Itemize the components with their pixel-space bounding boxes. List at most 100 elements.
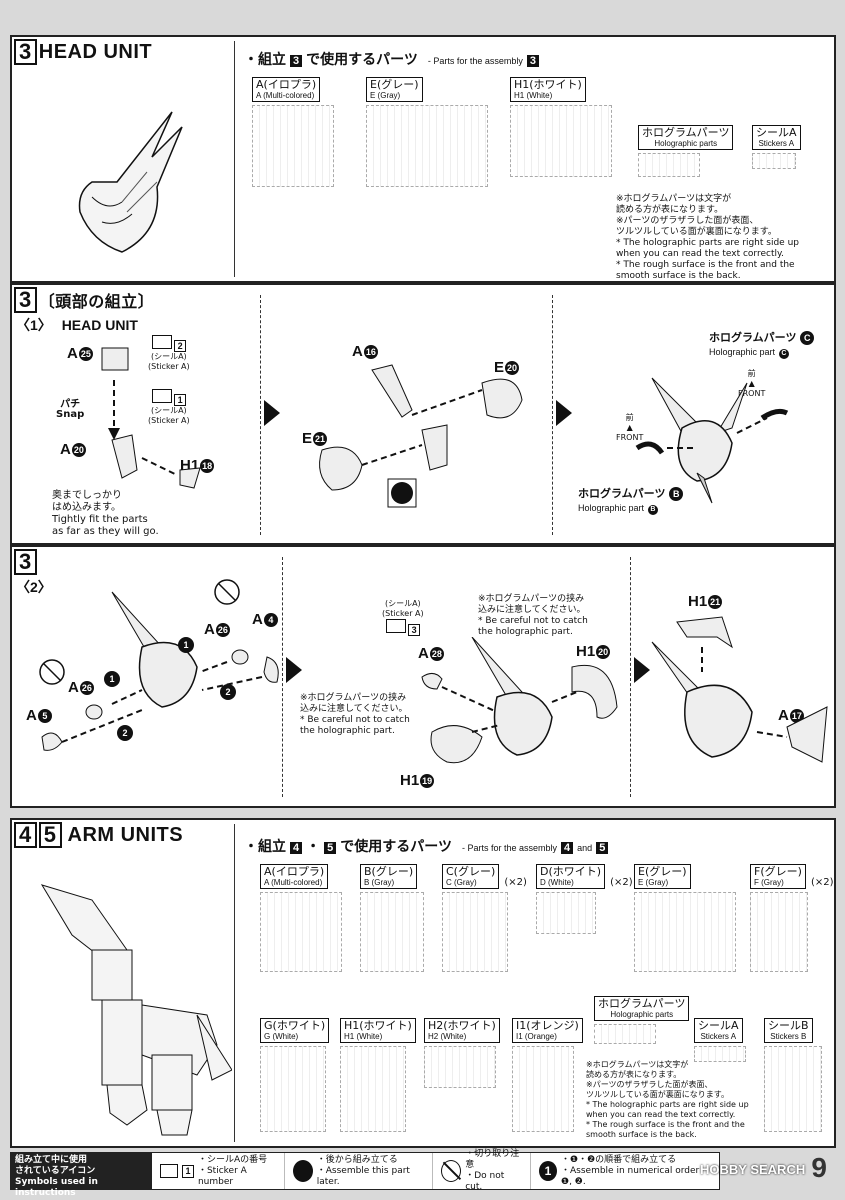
section-title: 4 5 ARM UNITS [14, 822, 183, 848]
runner-label: H1(ホワイト)H1 (White) [510, 77, 586, 102]
runner-label: B(グレー)B (Gray) [360, 864, 418, 889]
vertical-divider [234, 41, 235, 277]
head-illustration [78, 111, 183, 253]
holo-sheet-image [638, 153, 700, 177]
runner-h1: H1(ホワイト)H1 (White) [340, 1018, 416, 1132]
step-number: 3 [14, 39, 37, 65]
runner-e: E(グレー)E (Gray) [366, 77, 488, 187]
runner-sprue-image [536, 892, 596, 934]
sub-step-number: 〈1〉 [16, 317, 52, 333]
runner-sprue-image [442, 892, 508, 972]
runner-h1: H1(ホワイト)H1 (White) [510, 77, 612, 177]
runner-label: F(グレー)F (Gray) [750, 864, 806, 889]
symbols-legend: 組み立て中に使用 されているアイコン Symbols used in instr… [10, 1149, 720, 1198]
runner-label: H1(ホワイト)H1 (White) [340, 1018, 416, 1043]
legend-heading: 組み立て中に使用 されているアイコン Symbols used in instr… [11, 1153, 152, 1198]
page-number: 9 [811, 1152, 827, 1183]
front-label-c: 前▲FRONT [738, 369, 766, 398]
runner-quantity: (×2) [504, 877, 527, 888]
section-title-jp: 〔頭部の組立〕 [38, 292, 155, 311]
runner-h2: H2(ホワイト)H2 (White) [424, 1018, 500, 1088]
order-1-marker: 1 [178, 637, 194, 653]
runner-label: E(グレー)E (Gray) [366, 77, 423, 102]
runner-sprue-image [424, 1046, 496, 1088]
sticker-3-label: (シールA)(Sticker A) 3 [382, 599, 424, 636]
holo-sheet-image [594, 1024, 656, 1044]
fit-note: 奥までしっかり はめ込みます。 Tightly fit the parts as… [52, 490, 159, 537]
next-arrow [556, 400, 572, 426]
parts-heading-en: - Parts for the assembly [427, 56, 523, 66]
runner-label: D(ホワイト)D (White) [536, 864, 606, 889]
section-title: 3 [14, 549, 39, 575]
sub-step-number: 〈2〉 [16, 579, 52, 595]
legend-sticker-number: 1 ・シールAの番号 ・Sticker A number [152, 1153, 285, 1189]
legend-numerical-order: 1 ・❶・❷の順番で組み立てる ・Assemble in numerical o… [531, 1153, 719, 1189]
step-number: 3 [14, 287, 37, 313]
runner-sprue-image [510, 105, 612, 177]
next-arrow [264, 400, 280, 426]
runner-sprue-image [252, 105, 334, 187]
runner-label: A(イロプラ)A (Multi-colored) [252, 77, 321, 102]
section-title-text: ARM UNITS [67, 823, 184, 846]
sticker-icon [385, 619, 406, 633]
section-title-text: HEAD UNIT [38, 40, 153, 63]
section-title: 3 〔頭部の組立〕 [14, 287, 154, 313]
runner-sprue-image [366, 105, 488, 187]
runner-label: E(グレー)E (Gray) [634, 864, 691, 889]
vertical-divider [234, 824, 235, 1142]
sticker-sheet-image [764, 1046, 822, 1132]
runner-a: A(イロプラ)A (Multi-colored) [252, 77, 334, 187]
parts-heading: ・組立 3 で使用するパーツ - Parts for the assembly … [244, 49, 540, 69]
runner-c: C(グレー)C (Gray) (×2) [442, 864, 527, 972]
sub-step: 〈1〉 HEAD UNIT [16, 315, 138, 335]
arm-units-illustration [40, 884, 232, 1136]
runner-label: G(ホワイト)G (White) [260, 1018, 330, 1043]
head-assembly-right [635, 377, 789, 504]
runner-d: D(ホワイト)D (White) (×2) [536, 864, 633, 934]
runner-b: B(グレー)B (Gray) [360, 864, 424, 972]
sticker-sheet-image [694, 1046, 746, 1062]
sticker-icon [151, 335, 172, 349]
order-2-marker: 2 [117, 725, 133, 741]
sticker-sheet-image [752, 153, 796, 169]
runner-a: A(イロプラ)A (Multi-colored) [260, 864, 342, 972]
step-divider [282, 557, 283, 797]
parts-heading-jp-post: で使用するパーツ [306, 52, 418, 68]
watermark-logo: HOBBY SEARCH [700, 1162, 806, 1177]
runner-f: F(グレー)F (Gray) (×2) [750, 864, 834, 972]
do-not-cut-icon [441, 1160, 462, 1182]
runner-sprue-image [260, 1046, 326, 1132]
runner-label: H2(ホワイト)H2 (White) [424, 1018, 500, 1043]
runner-sprue-image [634, 892, 736, 972]
runner-quantity: (×2) [811, 877, 834, 888]
head-unit-parts-panel: 3 HEAD UNIT ・組立 3 で使用するパーツ - Parts for t… [10, 35, 836, 283]
order-icon: 1 [538, 1161, 557, 1181]
holo-note: ※ホログラムパーツは文字が 読める方が表になります。 ※パーツのザラザラした面が… [586, 1060, 749, 1139]
head-assembly-step2-middle [421, 637, 618, 764]
assemble-later-icon [292, 1160, 313, 1182]
head-assembly-step2-right [651, 616, 828, 763]
sticker-icon [159, 1164, 179, 1178]
runner-sprue-image [260, 892, 342, 972]
